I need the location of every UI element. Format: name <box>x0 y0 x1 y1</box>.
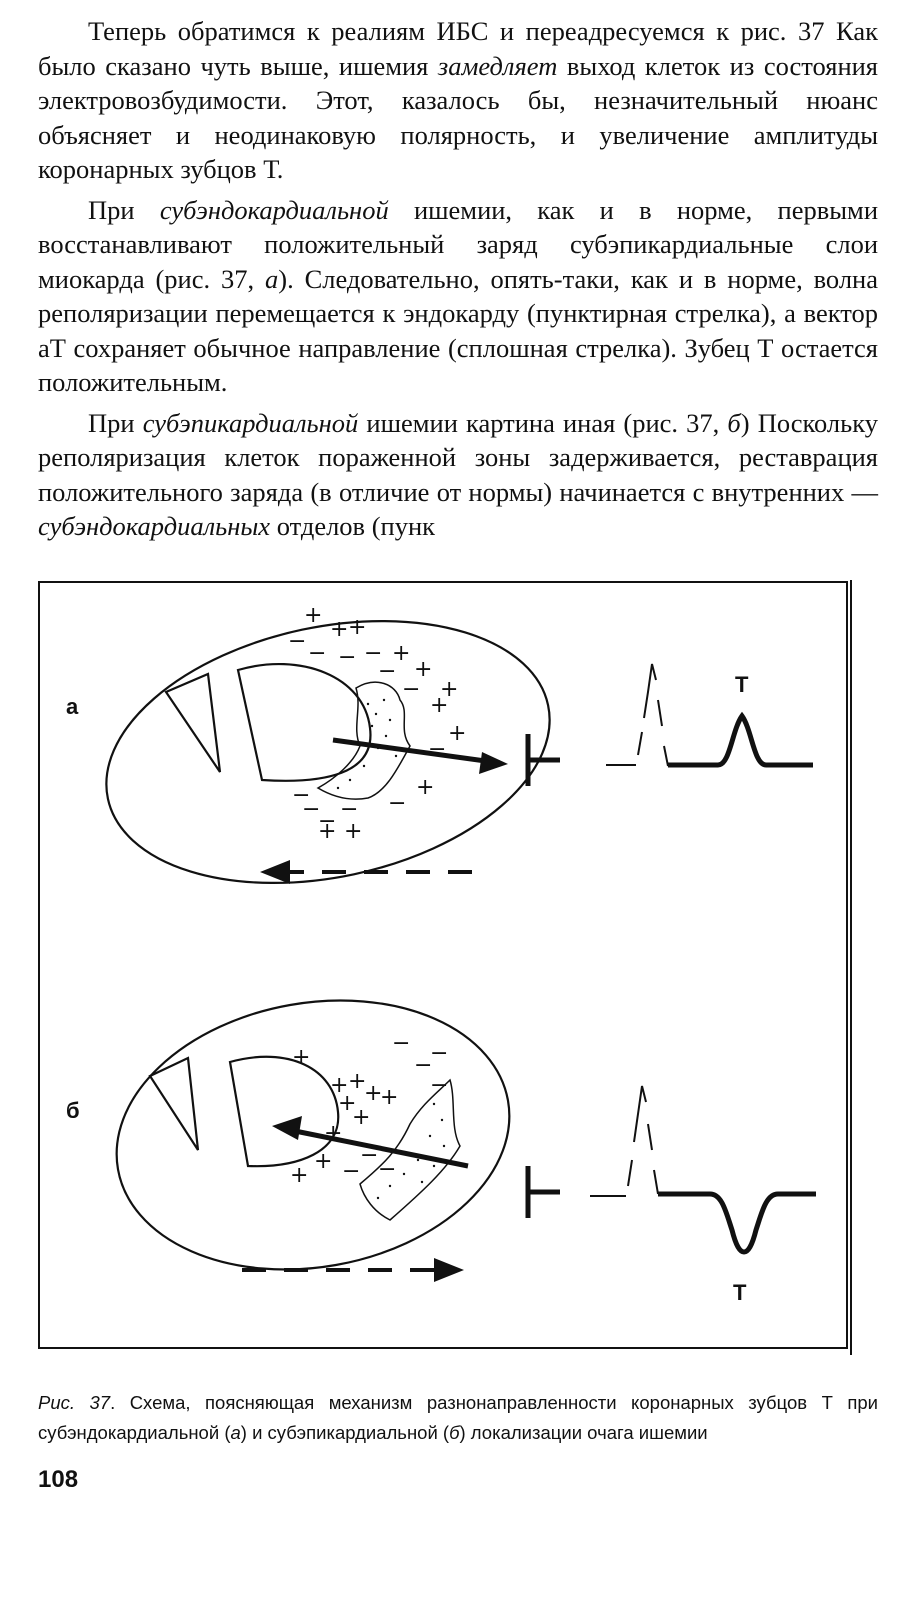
left-ventricle-b <box>228 1055 340 1168</box>
svg-text:+: + <box>344 819 362 844</box>
vector-arrow-a-head <box>479 752 508 774</box>
repolarization-arrow-a-head <box>260 860 290 884</box>
paragraph-3-segment: субэпикардиальной <box>142 407 359 438</box>
svg-text:+: + <box>292 1045 310 1070</box>
caption-segment: б <box>449 1422 460 1443</box>
svg-text:+: + <box>290 1163 308 1188</box>
paragraph-2-segment: а <box>265 263 279 294</box>
svg-text:+: + <box>352 1105 370 1130</box>
t-wave-b-label: T <box>733 1280 747 1305</box>
svg-text:−: − <box>378 659 396 684</box>
paragraph-2-segment: ). Следовательно, опять-таки, как и в но… <box>38 263 878 398</box>
panel-a-label: а <box>66 694 79 719</box>
svg-text:−: − <box>364 641 382 666</box>
paragraph-3-segment: ) Поскольку реполяризация клеток поражен… <box>38 407 878 507</box>
ischemia-zone-a <box>316 681 411 800</box>
svg-text:+: + <box>364 1081 382 1106</box>
svg-text:+: + <box>330 617 348 642</box>
paragraph-3-segment: отделов (пунк <box>270 511 436 541</box>
paragraph-3-segment: субэндокардиальных <box>38 511 271 541</box>
paragraph-1: Теперь обратимся к реалиям ИБС и переадр… <box>38 14 878 187</box>
charges-a: +++ −−− −−+ +−+ ++− −−− −−+ ++ <box>288 603 466 844</box>
svg-text:−: − <box>292 783 310 808</box>
svg-text:−: − <box>338 645 356 670</box>
vector-arrow-a-shaft <box>332 737 501 766</box>
t-wave-a-label: T <box>735 672 749 697</box>
svg-text:+: + <box>314 1149 332 1174</box>
paragraph-3-segment: При <box>88 407 143 438</box>
paragraph-1-segment: замедляет <box>437 50 558 81</box>
figure-drawing: +++ −−− −−+ +−+ ++− −−− −−+ ++ <box>38 580 852 1355</box>
ecg-b-t-wave <box>658 1191 816 1255</box>
page-number: 108 <box>38 1466 79 1493</box>
figure-37: +++ −−− −−+ +−+ ++− −−− −−+ ++ <box>38 580 876 1368</box>
caption-segment: Рис. 37 <box>38 1392 111 1413</box>
svg-text:−: − <box>308 641 326 666</box>
repolarization-arrow-b-head <box>434 1258 464 1282</box>
svg-text:−: − <box>288 629 306 654</box>
ecg-a-qrs <box>606 663 669 767</box>
right-ventricle-b <box>148 1056 200 1151</box>
ecg-a-t-wave <box>668 711 813 768</box>
svg-text:−: − <box>342 1159 360 1184</box>
svg-text:+: + <box>414 657 432 682</box>
panel-b-heart: +++ +++ +++ +−− −−− −− <box>115 999 816 1282</box>
svg-text:+: + <box>304 603 322 628</box>
svg-text:−: − <box>430 1041 448 1066</box>
svg-text:−: − <box>430 1073 448 1098</box>
paragraph-1-segment: Теперь обратимся к реалиям ИБС и переадр… <box>38 16 878 81</box>
svg-text:−: − <box>378 1157 396 1182</box>
caption-segment: . Схема, поясняющая механизм разнонаправ… <box>38 1392 878 1443</box>
svg-text:+: + <box>392 641 410 666</box>
paragraph-3-segment: ишемии картина иная (рис. 37, <box>358 407 728 438</box>
svg-text:+: + <box>430 693 448 718</box>
svg-text:−: − <box>318 809 336 834</box>
svg-text:+: + <box>330 1073 348 1098</box>
vector-arrow-b-head <box>272 1116 302 1140</box>
svg-text:−: − <box>340 797 358 822</box>
paragraph-2: При субэндокардиальной ишемии, как и в н… <box>38 193 878 400</box>
paragraph-2-segment: субэндокардиальной <box>159 194 389 225</box>
svg-text:+: + <box>338 1091 356 1116</box>
paragraph-2-segment: ишемии, как и в норме, первыми восстанав… <box>38 194 879 294</box>
svg-text:−: − <box>302 797 320 822</box>
svg-text:−: − <box>428 737 446 762</box>
svg-text:+: + <box>448 721 466 746</box>
paragraph-3: При субэпикардиальной ишемии картина ина… <box>38 406 878 544</box>
figure-frame <box>38 581 848 1349</box>
caption-segment: ) и субэпикардиальной ( <box>240 1422 450 1443</box>
svg-text:+: + <box>318 819 336 844</box>
charges-b: +++ +++ +++ +−− −−− −− <box>290 1031 448 1188</box>
paragraph-2-segment: При <box>88 194 160 225</box>
svg-text:+: + <box>380 1085 398 1110</box>
figure-caption: Рис. 37. Схема, поясняющая механизм разн… <box>38 1388 878 1448</box>
heart-outline-a <box>105 619 551 885</box>
body-text: Теперь обратимся к реалиям ИБС и переадр… <box>38 14 878 550</box>
svg-text:−: − <box>414 1053 432 1078</box>
right-ventricle-a <box>164 672 222 773</box>
svg-text:−: − <box>392 1031 410 1056</box>
svg-text:+: + <box>416 775 434 800</box>
svg-text:+: + <box>348 1069 366 1094</box>
vector-arrow-b-shaft <box>289 1127 469 1169</box>
ecg-b-qrs <box>590 1085 659 1197</box>
left-ventricle-a <box>236 662 372 782</box>
ischemia-zone-b <box>359 1078 461 1221</box>
caption-segment: а <box>230 1422 241 1443</box>
svg-text:+: + <box>348 615 366 640</box>
ischemia-dots-b <box>376 1102 446 1200</box>
panel-a-heart: +++ −−− −−+ +−+ ++− −−− −−+ ++ <box>105 603 813 885</box>
svg-text:−: − <box>402 677 420 702</box>
panel-b-label: б <box>66 1098 80 1123</box>
svg-text:+: + <box>440 677 458 702</box>
heart-outline-b <box>115 999 511 1271</box>
caption-segment: ) локализации очага ишемии <box>459 1422 708 1443</box>
paragraph-3-segment: б <box>727 407 741 438</box>
svg-text:−: − <box>388 791 406 816</box>
paragraph-1-segment: выход клеток из состояния электровозбуди… <box>38 50 879 185</box>
